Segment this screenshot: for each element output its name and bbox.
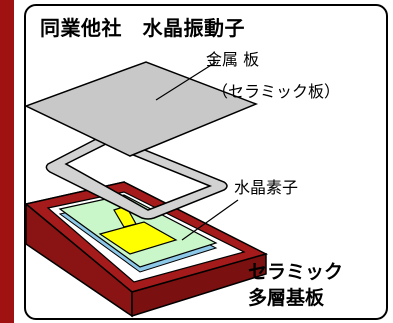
diagram-title: 同業他社 水晶振動子 [40,16,245,40]
ceramic-base-label-line1: セラミック [248,261,344,283]
crystal-leader-line [181,199,239,241]
crystal-element-label: 水晶素子 [234,178,299,197]
diagram-frame: 同業他社 水晶振動子 金属 板 （セラミック板） 水晶素子 セラミック 多層基板 [24,4,388,320]
lid-leader-line [155,61,217,101]
ceramic-base-right-face [131,253,267,318]
metal-lid [26,61,259,157]
lid-label-line2: （セラミック板） [212,82,341,101]
lid-label-line1: 金属 板 [206,50,260,69]
crystal-oscillator-exploded-view [26,61,269,318]
ceramic-base-label-line2: 多層基板 [248,287,325,309]
left-accent-bar [0,0,14,323]
